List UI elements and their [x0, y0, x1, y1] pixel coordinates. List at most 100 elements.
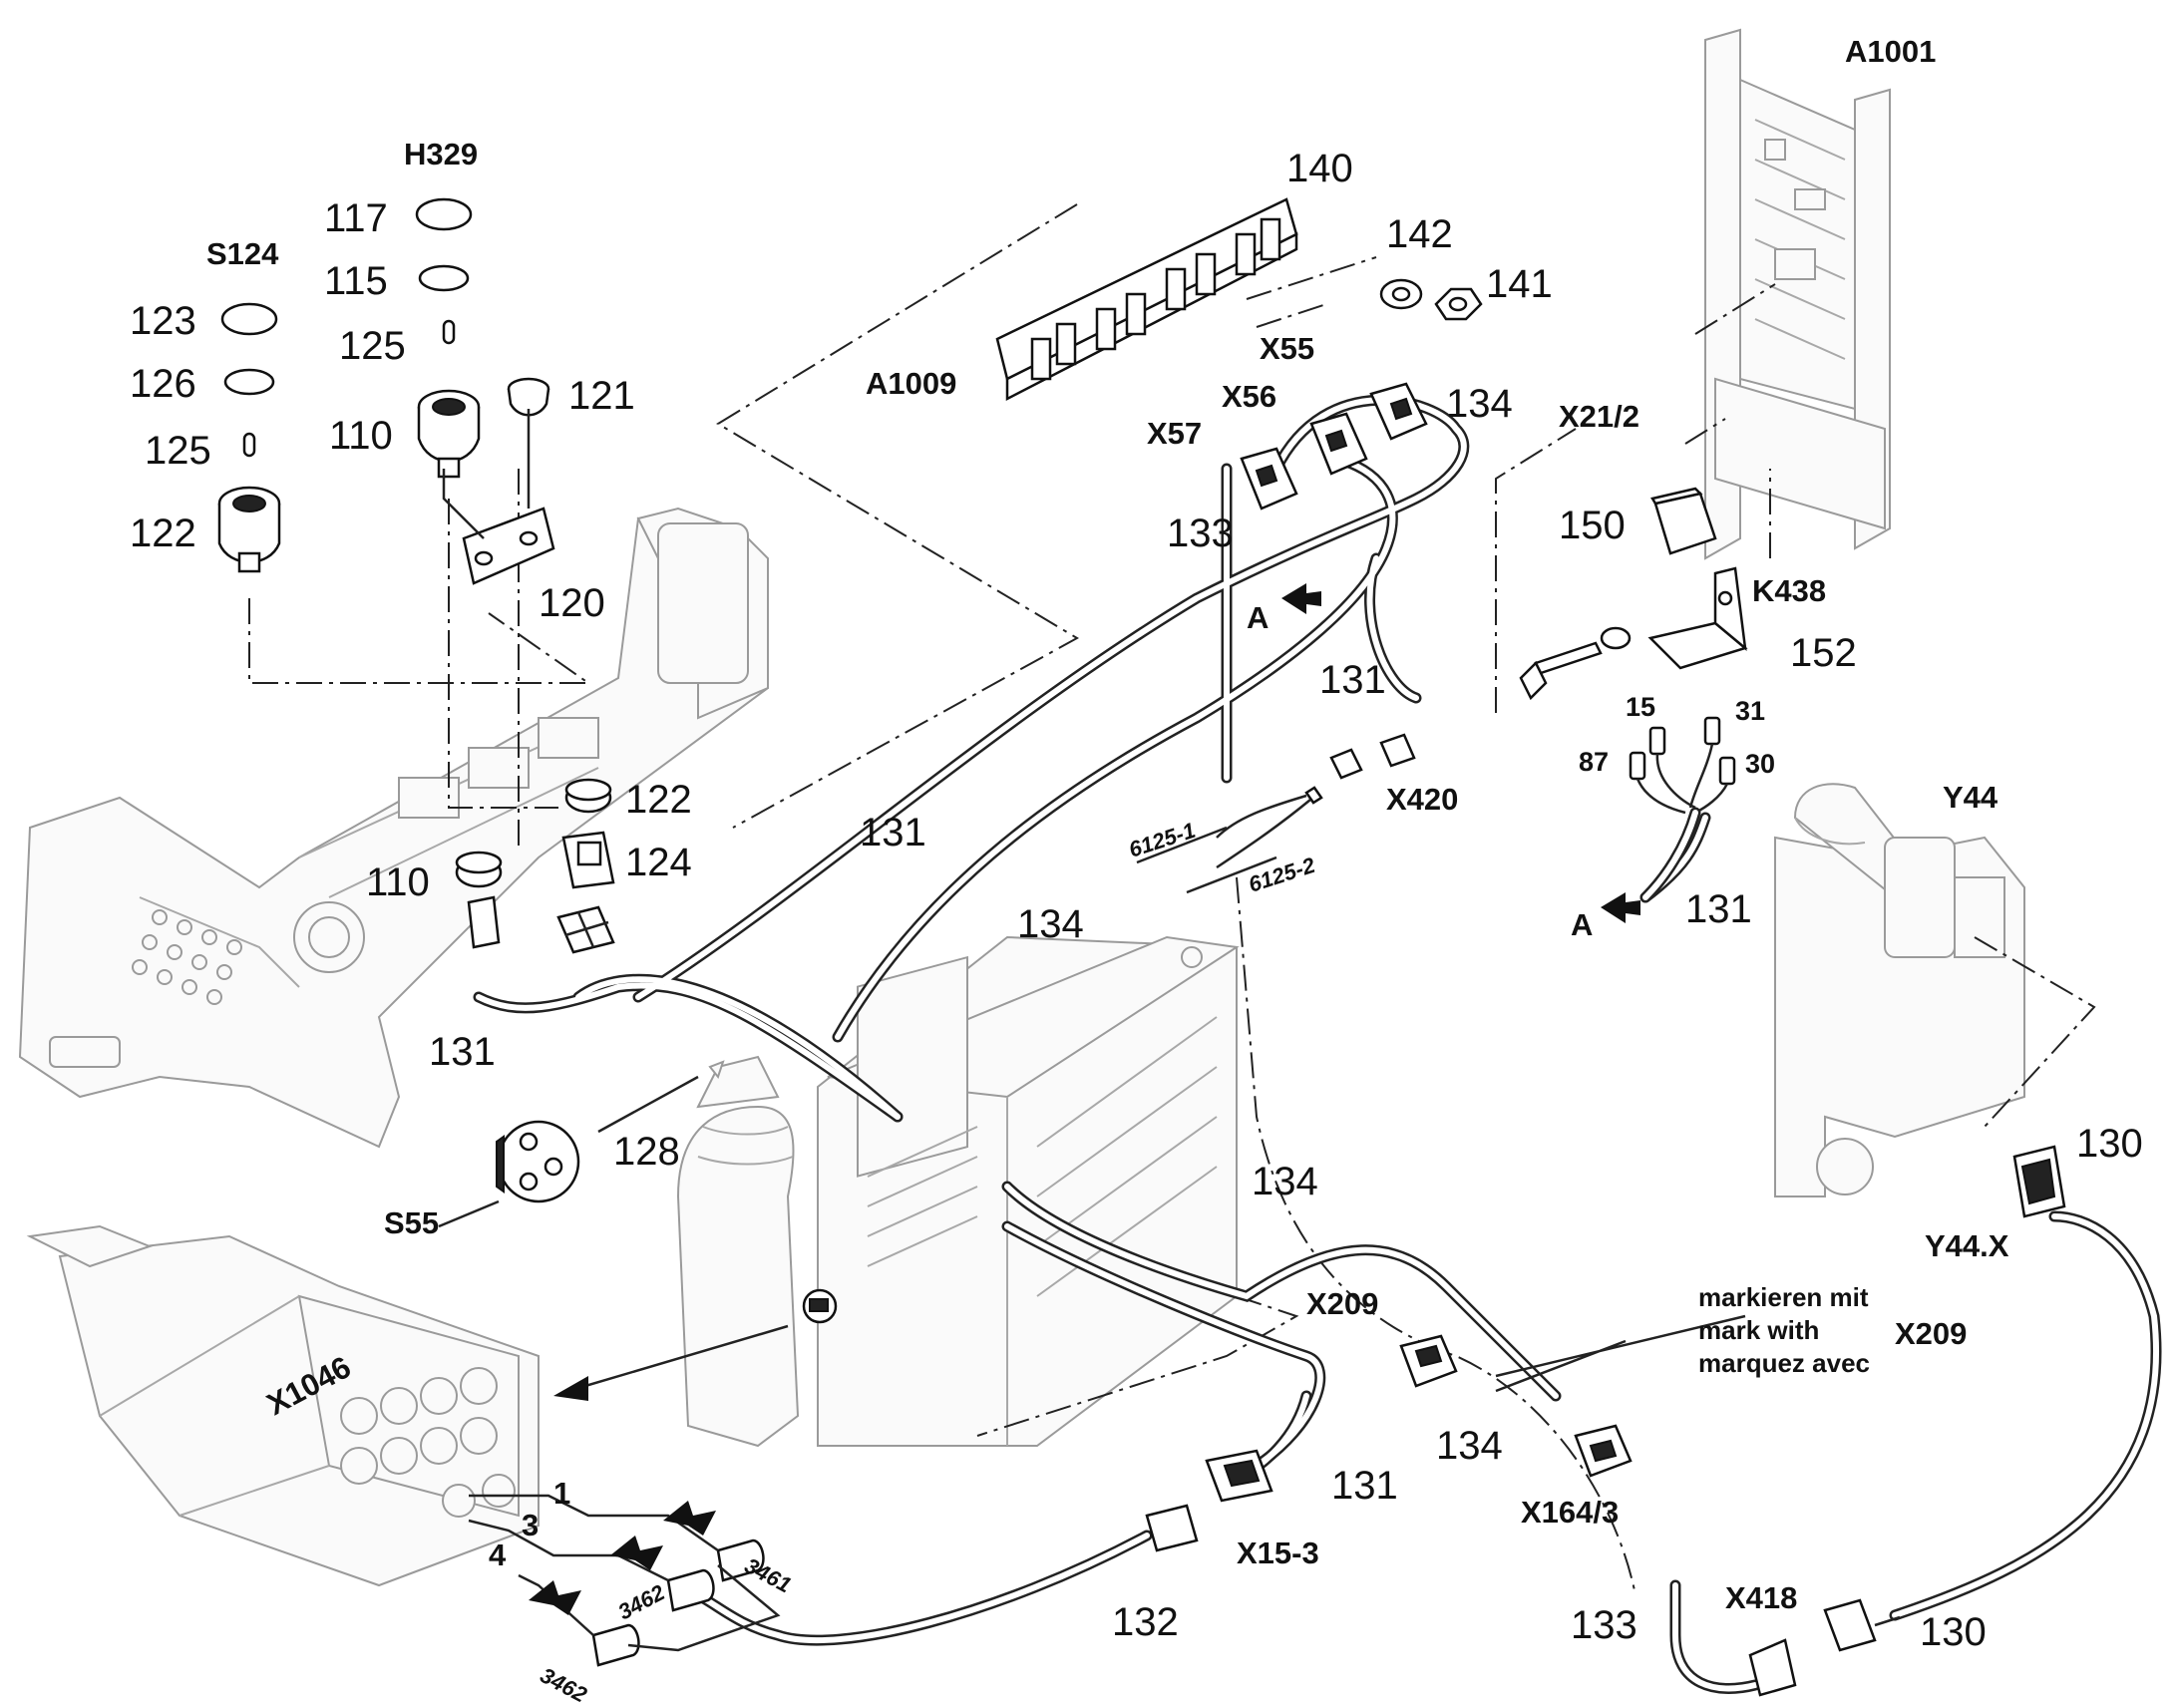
- bulb-125-b: [242, 432, 256, 458]
- pin-labels: 1 3 4: [489, 1476, 570, 1572]
- pin-1: 1: [553, 1476, 570, 1511]
- joystick-ghost: [676, 1055, 800, 1448]
- part-134-a: 134: [1446, 382, 1513, 426]
- pin-leader-lines: [468, 1494, 781, 1652]
- part-120: 120: [539, 581, 605, 625]
- part-115: 115: [324, 259, 388, 303]
- relay-k438: [1650, 487, 1717, 555]
- label-x420: X420: [1386, 782, 1458, 817]
- switch-124: [561, 831, 615, 889]
- operator-console-ghost: [18, 507, 770, 1149]
- label-x15-3: X15-3: [1237, 1536, 1319, 1570]
- lens-117: [415, 197, 473, 231]
- leader-lines: [438, 1075, 1746, 1393]
- arrow-pin3: [610, 1536, 663, 1570]
- wire-terminal-3462-b: [591, 1623, 640, 1667]
- connector-x420: [1136, 733, 1416, 894]
- connector-x1046-ghost: [26, 1224, 540, 1587]
- console-keypad: [132, 909, 242, 1005]
- label-k438: K438: [1752, 573, 1826, 608]
- cap-121: [507, 377, 550, 417]
- lens-123: [220, 302, 278, 336]
- connector-x209: [1399, 1334, 1458, 1388]
- part-123: 123: [130, 299, 196, 343]
- part-110-b: 110: [366, 860, 430, 904]
- label-a1009: A1009: [866, 366, 956, 401]
- part-130-b: 130: [1920, 1610, 1987, 1654]
- part-132: 132: [1112, 1600, 1179, 1644]
- label-x56: X56: [1222, 379, 1276, 414]
- label-x209-a: X209: [1306, 1286, 1378, 1321]
- terminal-30: 30: [1745, 749, 1775, 779]
- wire-terminal-3462-a: [666, 1568, 715, 1612]
- part-131-e: 131: [1331, 1464, 1398, 1508]
- label-x57: X57: [1147, 416, 1202, 451]
- terminal-31: 31: [1735, 696, 1765, 726]
- note-line-3: marquez avec: [1698, 1348, 1870, 1378]
- arrow-pin1: [663, 1501, 716, 1536]
- ring-122-b: [564, 778, 612, 814]
- pin-3: 3: [522, 1508, 539, 1542]
- connector-x418: [1748, 1598, 1901, 1697]
- arrow-x1046: [553, 1324, 789, 1401]
- wire-6125-1: 6125-1: [1126, 818, 1199, 862]
- part-121: 121: [568, 374, 635, 418]
- connector-y44x: [2012, 1145, 2066, 1218]
- ring-110-b: [455, 851, 503, 888]
- part-125-a: 125: [339, 324, 406, 368]
- arrow-a-bottom: [1601, 892, 1640, 923]
- arrow-a-top: [1281, 583, 1321, 614]
- part-122-b: 122: [625, 778, 692, 822]
- label-y44: Y44: [1943, 780, 1998, 815]
- part-126: 126: [130, 362, 196, 406]
- part-122-a: 122: [130, 512, 196, 555]
- note-line-1: markieren mit: [1698, 1282, 1869, 1312]
- connector-x57: [1240, 447, 1298, 511]
- part-140: 140: [1286, 147, 1353, 190]
- seal-115: [418, 264, 470, 292]
- part-124: 124: [625, 841, 692, 884]
- part-numbers: 117 115 125 110 121 123 126 125 122 120 …: [130, 147, 2143, 1654]
- wire-3462-b: 3462: [537, 1662, 592, 1707]
- bracket-120: [442, 409, 555, 585]
- part-117: 117: [324, 196, 388, 240]
- marking-note: markieren mit mark with marquez avec: [1698, 1282, 1870, 1378]
- part-134-d: 134: [1436, 1424, 1503, 1468]
- valve-y44-ghost: [1774, 783, 2025, 1197]
- part-133-b: 133: [1571, 1603, 1637, 1647]
- part-150: 150: [1559, 504, 1626, 547]
- wire-3462-a: 3462: [614, 1579, 670, 1624]
- connector-x56: [1309, 412, 1368, 476]
- switch-body-122-a: [217, 486, 281, 573]
- part-131-b: 131: [860, 811, 926, 854]
- lamp-holder-110-a: [417, 389, 481, 479]
- connector-x55: [1369, 382, 1428, 441]
- wire-terminal-3461: [716, 1538, 765, 1582]
- label-s55: S55: [384, 1205, 439, 1240]
- bulb-125-a: [442, 319, 456, 345]
- part-131-c: 131: [1685, 887, 1752, 931]
- part-125-b: 125: [145, 429, 211, 473]
- label-a-bottom: A: [1571, 907, 1593, 942]
- switch-s55: [496, 1120, 580, 1203]
- bracket-152: [1647, 566, 1748, 670]
- washer-142: [1379, 278, 1423, 310]
- wire-6125-2: 6125-2: [1246, 853, 1319, 897]
- marker-icon: [802, 1288, 838, 1324]
- relay-board-a1009: [995, 197, 1298, 402]
- pin-4: 4: [489, 1537, 507, 1572]
- part-152: 152: [1790, 631, 1857, 675]
- part-131-a: 131: [1319, 658, 1386, 702]
- part-141: 141: [1486, 262, 1553, 306]
- label-h329: H329: [404, 137, 478, 171]
- label-x209-b: X209: [1895, 1316, 1967, 1351]
- label-a-top: A: [1247, 600, 1269, 635]
- part-128: 128: [613, 1130, 680, 1174]
- connector-x164-3: [1574, 1424, 1633, 1478]
- label-y44x: Y44.X: [1925, 1228, 2009, 1263]
- part-130-a: 130: [2076, 1122, 2143, 1166]
- bolt-and-washer: [1519, 626, 1632, 701]
- label-x418: X418: [1725, 1580, 1797, 1615]
- part-142: 142: [1386, 212, 1453, 256]
